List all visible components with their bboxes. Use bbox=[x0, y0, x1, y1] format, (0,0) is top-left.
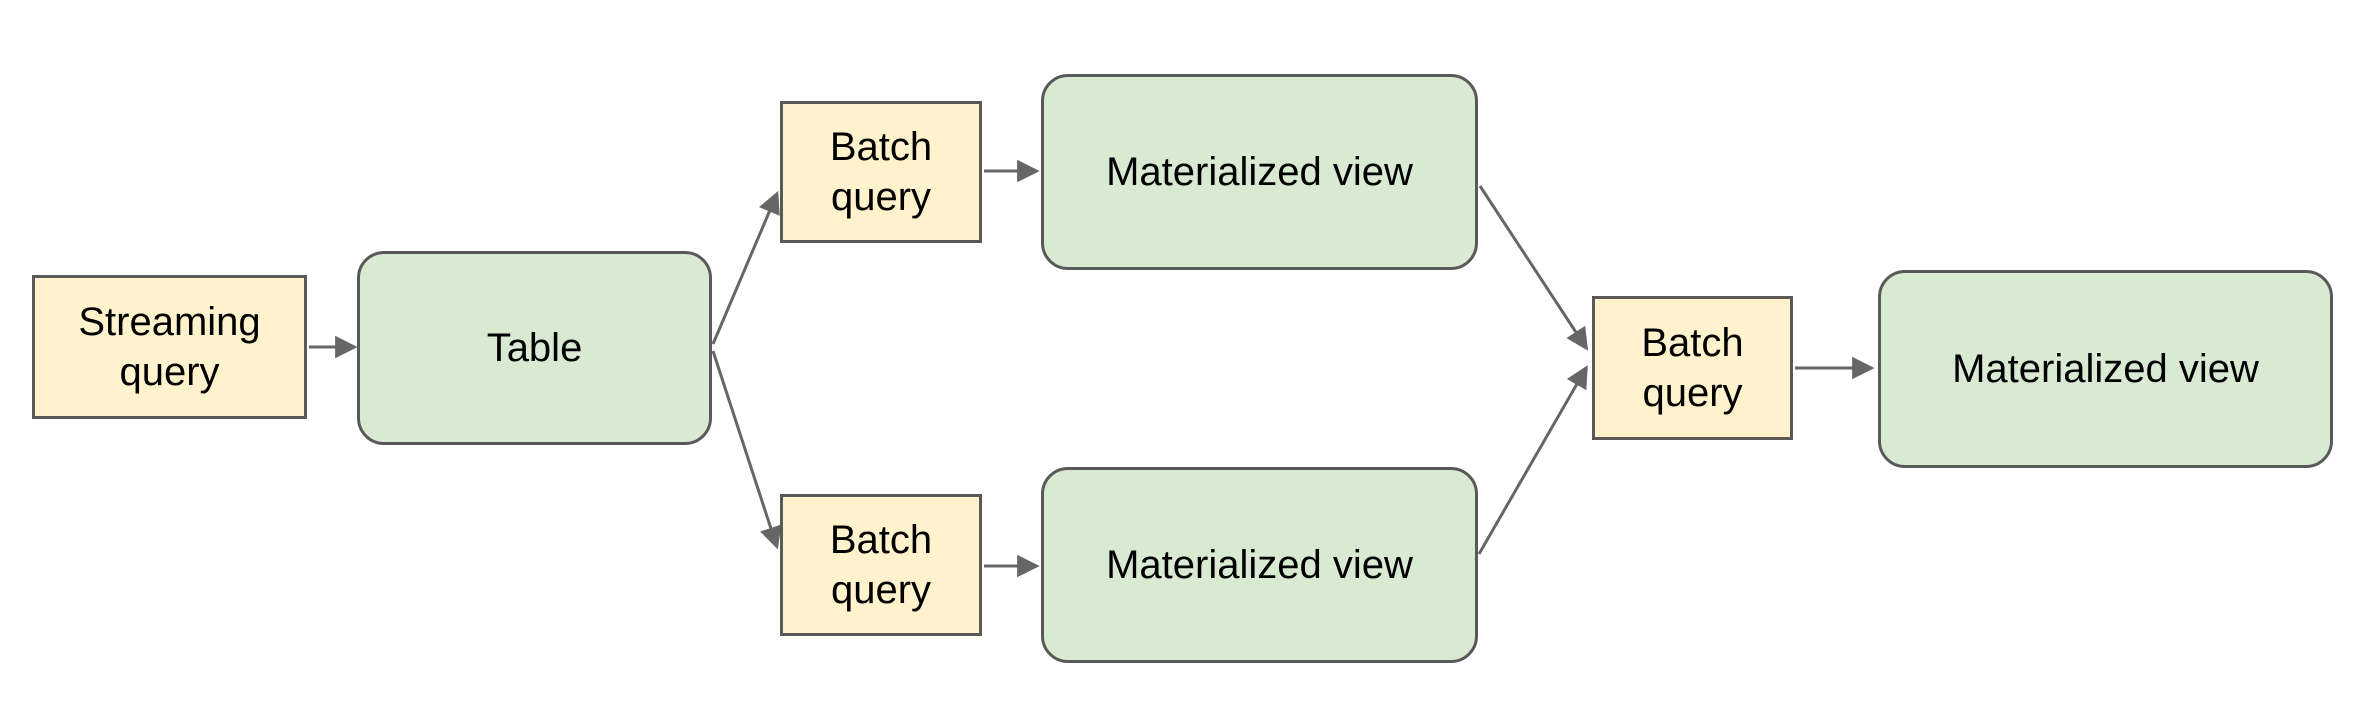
node-table-label: Table bbox=[486, 326, 583, 370]
node-batch-query-top: Batch query bbox=[780, 101, 982, 243]
node-batch-query-bottom-label: Batch query bbox=[829, 518, 933, 612]
edge-materialized-view-bottom-to-batch-query-right bbox=[1477, 365, 1588, 555]
edge-table-to-batch-query-bottom bbox=[711, 350, 782, 550]
node-batch-query-right-label: Batch query bbox=[1641, 321, 1744, 415]
edge-table-to-batch-query-top bbox=[711, 190, 780, 345]
node-materialized-view-top-label: Materialized view bbox=[1106, 150, 1413, 194]
node-materialized-view-bottom-label: Materialized view bbox=[1106, 543, 1413, 587]
node-materialized-view-right-label: Materialized view bbox=[1952, 347, 2259, 391]
node-materialized-view-bottom: Materialized view bbox=[1041, 467, 1478, 663]
node-table: Table bbox=[357, 251, 712, 445]
node-batch-query-top-label: Batch query bbox=[829, 125, 933, 219]
node-streaming-query: Streaming query bbox=[32, 275, 307, 419]
node-batch-query-right: Batch query bbox=[1592, 296, 1793, 440]
node-materialized-view-right: Materialized view bbox=[1878, 270, 2333, 468]
node-streaming-query-label: Streaming query bbox=[78, 300, 261, 394]
edge-materialized-view-top-to-batch-query-right bbox=[1478, 185, 1589, 351]
node-materialized-view-top: Materialized view bbox=[1041, 74, 1478, 270]
node-batch-query-bottom: Batch query bbox=[780, 494, 982, 636]
